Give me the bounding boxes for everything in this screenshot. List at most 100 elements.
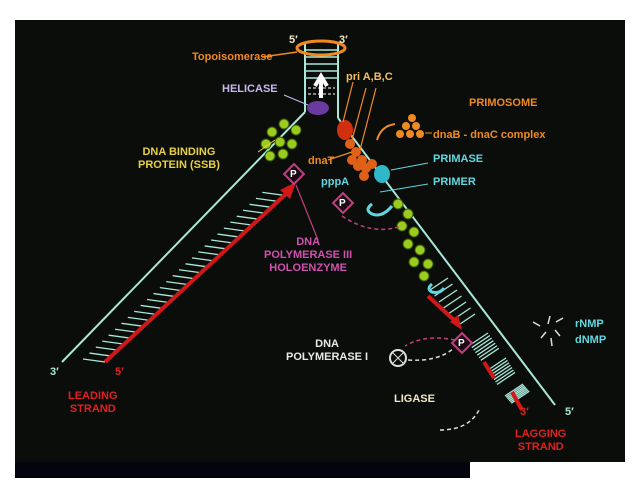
ssb-protein (408, 226, 420, 238)
ssb-label-line2: PROTEIN (SSB) (138, 159, 220, 171)
ssb-protein (408, 256, 420, 268)
base-pair-rung (185, 263, 208, 268)
primosome-subunit (351, 147, 361, 157)
pol1-line2: POLYMERASE I (286, 351, 369, 363)
leading-strand-label: LEADING STRAND (68, 390, 118, 416)
base-pair-rung (198, 251, 221, 256)
base-pair-rung (95, 346, 118, 351)
primase-shape (374, 165, 390, 183)
leading-line1: LEADING (68, 390, 118, 402)
base-pair-rung (127, 316, 150, 321)
ssb-protein (418, 270, 430, 282)
base-pair-rung (489, 359, 508, 373)
base-pair-rung (121, 322, 144, 327)
primer-label: PRIMER (433, 176, 476, 188)
leading-line2: STRAND (69, 403, 116, 415)
ssb-protein (260, 138, 272, 150)
phosphate-diamonds (282, 162, 474, 355)
ssb-protein (278, 118, 290, 130)
base-pair-rung (153, 292, 176, 298)
phosphate-label: P (339, 198, 346, 209)
base-pair-rung (211, 239, 234, 244)
dnab-dnac-label: dnaB - dnaC complex (433, 129, 546, 141)
pol1-line1: DNA (315, 338, 339, 350)
dnab-dnac-cluster (396, 114, 424, 138)
base-pair-rung (473, 337, 492, 351)
pol3-line3: HOLOENZYME (269, 262, 347, 274)
base-pair-rung (495, 369, 514, 383)
leading-template-strand (61, 111, 306, 363)
dnmp-label: dNMP (575, 334, 607, 346)
base-pair-rung (438, 289, 458, 303)
leading-direction-arrow-icon (280, 182, 296, 199)
helicase-shape (307, 101, 329, 115)
base-pair-rung (223, 227, 246, 232)
base-pair-rung (249, 203, 272, 208)
base-pair-rung (475, 340, 494, 354)
primosome-label: PRIMOSOME (469, 97, 538, 109)
base-pair-rung (204, 245, 227, 250)
pri-protein (337, 120, 353, 140)
polymerase-iii-label: DNA POLYMERASE III HOLOENZYME (264, 236, 352, 275)
base-pair-rung (191, 257, 214, 262)
ssb-protein (392, 198, 404, 210)
lagging-3prime-label: 3′ (520, 406, 529, 418)
primosome-subunit (359, 171, 369, 181)
phosphate-label: P (458, 338, 465, 349)
base-pair-rung (114, 328, 138, 333)
pppa-label: pppA (321, 176, 350, 188)
pol3-line2: POLYMERASE III (264, 249, 353, 261)
base-pair-rung (172, 275, 195, 280)
leading-new-strand (103, 190, 290, 364)
base-pair-rung (507, 387, 527, 401)
base-pair-rung (447, 301, 467, 315)
ssb-protein (414, 244, 426, 256)
base-pair-rung (504, 383, 524, 397)
ssb-protein (402, 238, 414, 250)
topoisomerase-pointer (261, 51, 298, 58)
helicase-label: HELICASE (222, 83, 278, 95)
base-pair-rung (230, 221, 253, 226)
ssb-proteins (260, 118, 434, 282)
base-pair-rung (509, 389, 529, 403)
base-pair-rung (510, 390, 530, 404)
lagging-5prime-label: 5′ (565, 406, 574, 418)
primosome-subunit (367, 159, 377, 169)
base-pair-rung (505, 384, 525, 398)
ssb-label: DNA BINDING PROTEIN (SSB) (138, 146, 220, 172)
base-pair-rung (146, 298, 170, 304)
base-pair-rung (471, 335, 491, 349)
base-pair-rung (102, 340, 125, 345)
nucleotide-burst-icon (532, 315, 564, 347)
ssb-protein (290, 124, 302, 136)
base-pair-rung (166, 281, 189, 286)
base-pair-rung (236, 215, 259, 220)
leading-5prime-label: 5′ (115, 366, 124, 378)
base-pair-rung (508, 388, 528, 402)
phosphate-label: P (290, 169, 297, 180)
base-pair-rung (134, 310, 157, 316)
primosome-subunit (347, 155, 357, 165)
ssb-protein (264, 150, 276, 162)
dnat-label: dnaT (308, 155, 335, 167)
base-pair-rung (493, 367, 513, 381)
pol3-line1: DNA (296, 236, 321, 248)
bottom-band (15, 462, 470, 478)
ssb-protein (274, 136, 286, 148)
rnmp-label: rNMP (575, 318, 604, 330)
base-pair-rung (487, 357, 507, 371)
lagging-line1: LAGGING (515, 428, 567, 440)
polymerase-i-shape (389, 349, 407, 367)
base-pair-rung (476, 342, 496, 356)
base-pair-rung (159, 286, 182, 292)
lagging-line2: STRAND (517, 441, 564, 453)
topoisomerase-ring (295, 39, 347, 57)
ssb-protein (266, 126, 278, 138)
base-pair-rung (496, 371, 516, 385)
base-pair-rung (429, 277, 449, 291)
top-3prime-label: 3′ (339, 34, 348, 46)
unwinding-arrow-icon (313, 72, 329, 98)
base-pair-rung (243, 209, 266, 214)
base-pair-rung (506, 385, 526, 399)
